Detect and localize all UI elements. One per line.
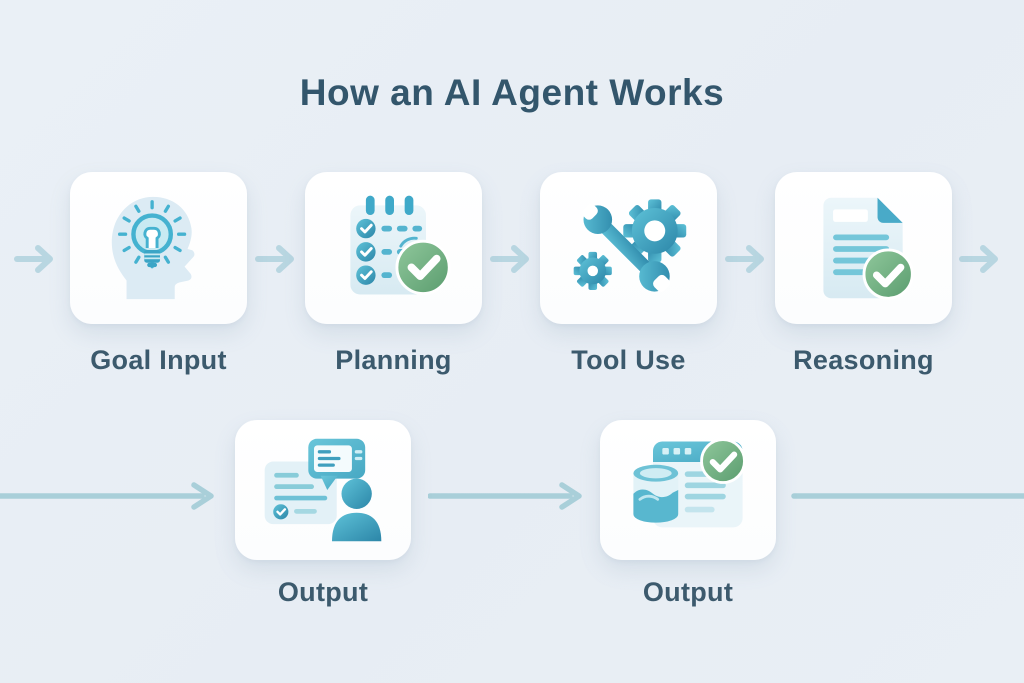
step-label-planning: Planning [335,345,452,375]
flow-arrow-1-2 [255,245,294,273]
checklist-check-icon [349,195,451,296]
step-card-planning [305,172,482,324]
flow-line-output-exit [791,493,1024,499]
page-title: How an AI Agent Works [299,72,725,113]
step-label-tool-use: Tool Use [571,345,686,375]
wrench-gears-icon [573,199,686,292]
flow-arrow-exit [959,245,998,273]
flow-arrow-3-4 [725,245,764,273]
step-card-reasoning [775,172,952,324]
head-lightbulb-icon [111,196,194,300]
step-card-output-1 [235,420,411,560]
person-chat-check-icon [264,438,382,542]
step-label-reasoning: Reasoning [793,345,934,375]
step-card-tool-use [540,172,717,324]
step-card-output-2 [600,420,776,560]
browser-database-check-icon [633,438,746,528]
flow-arrow-to-output-1 [0,482,214,510]
step-card-goal-input [70,172,247,324]
step-label-goal-input: Goal Input [90,345,227,375]
step-label-output-1: Output [277,577,369,607]
step-label-output-2: Output [642,577,734,607]
flow-arrow-entry [14,245,53,273]
flow-arrow-output-1-2 [428,482,582,510]
flow-arrow-2-3 [490,245,529,273]
document-check-icon [822,197,914,300]
